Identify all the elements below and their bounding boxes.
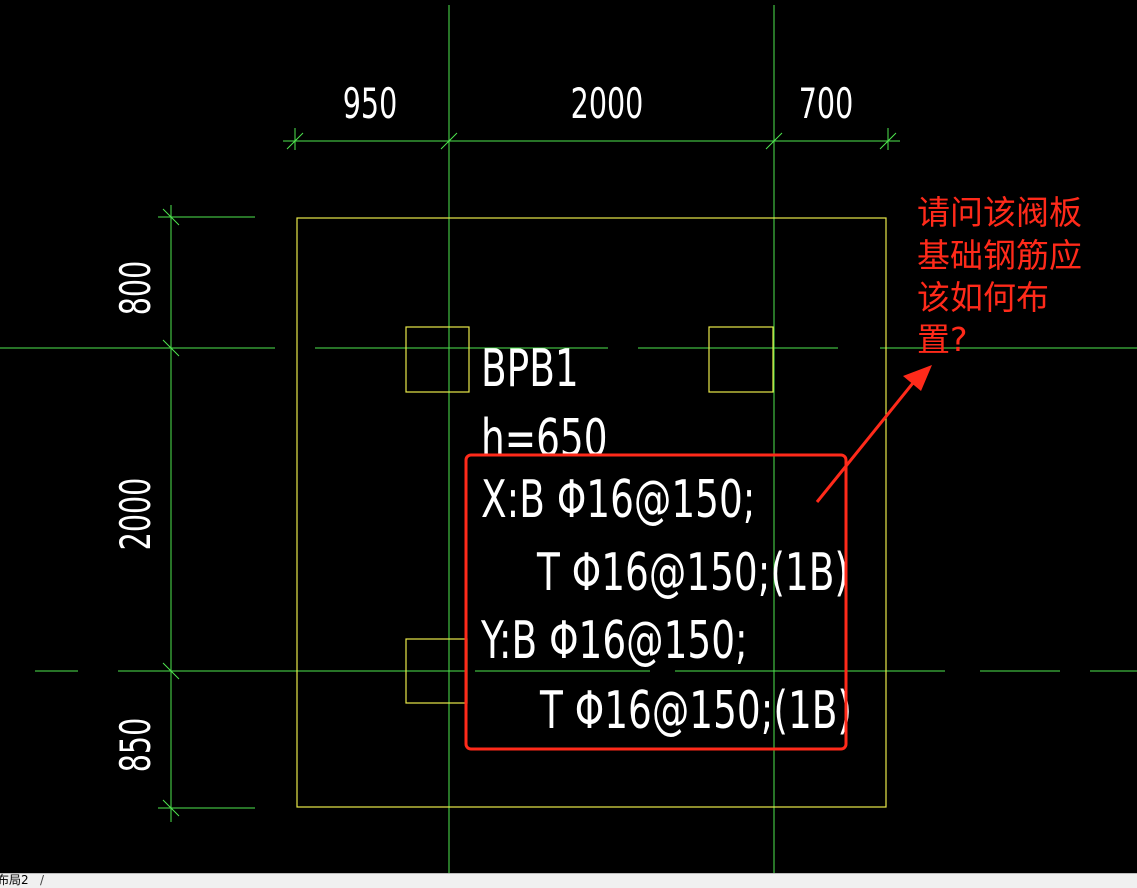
question-line-1: 请问该阀板: [917, 193, 1082, 232]
axis-gaps: [465, 345, 1090, 674]
slab-name: BPB1: [481, 338, 579, 399]
highlight-annotation: [464, 365, 932, 751]
highlight-arrow-shaft: [815, 377, 919, 503]
column-2: [708, 326, 774, 393]
dim-left-3: 850: [113, 718, 161, 773]
dim-top-2: 2000: [571, 81, 644, 129]
highlight-arrow-head: [903, 365, 932, 391]
dim-top-1: 950: [343, 81, 398, 129]
tab-separator: /: [40, 873, 45, 887]
layout-tab-bar: 布局2 /: [0, 873, 1137, 888]
rebar-x-bottom: X:B Φ16@150;: [481, 469, 755, 530]
tab-layout2[interactable]: 布局2: [0, 873, 29, 887]
question-line-4: 置?: [917, 320, 968, 359]
dim-top-3: 700: [799, 81, 854, 129]
dimension-texts: 950 2000 700 800 2000 850: [113, 81, 854, 773]
slab-geometry: [296, 217, 887, 808]
question-line-3: 该如何布: [917, 278, 1049, 317]
question-note: 请问该阀板 基础钢筋应 该如何布 置?: [917, 193, 1082, 359]
slab-outline: [296, 217, 887, 808]
rebar-x-top: T Φ16@150;(1B): [536, 542, 849, 603]
slab-thickness: h=650: [481, 408, 608, 469]
slab-annotation: BPB1 h=650 X:B Φ16@150; T Φ16@150;(1B) Y…: [480, 338, 852, 741]
rebar-y-bottom: Y:B Φ16@150;: [480, 610, 747, 671]
column-1: [405, 326, 470, 393]
dimension-lines: [158, 128, 900, 822]
rebar-y-top: T Φ16@150;(1B): [539, 680, 852, 741]
dim-left-2: 2000: [113, 478, 161, 551]
question-line-2: 基础钢筋应: [917, 236, 1082, 275]
highlight-box: [464, 453, 848, 751]
dim-left-1: 800: [113, 261, 161, 316]
